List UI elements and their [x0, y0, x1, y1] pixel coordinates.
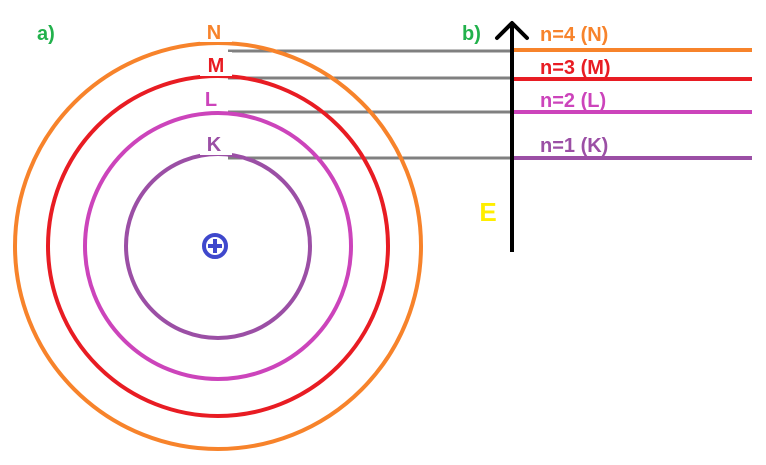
energy-axis-arrow [495, 21, 529, 252]
shell-l [83, 111, 353, 381]
shell-letter-l: L [205, 89, 217, 111]
panel-label-a: a) [37, 23, 55, 45]
energy-level-label-k: n=1 (K) [540, 135, 608, 157]
panel-label-b: b) [462, 23, 481, 45]
shell-letter-k: K [207, 134, 222, 156]
energy-level-label-m: n=3 (M) [540, 57, 611, 79]
shell-n [13, 41, 423, 451]
energy-axis-label: E [479, 197, 496, 227]
energy-level-label-l: n=2 (L) [540, 90, 606, 112]
shell-letter-m: M [208, 55, 225, 77]
arrow-up-icon [495, 21, 529, 40]
shell-letter-n: N [207, 22, 221, 44]
shell-letter-bg-m [200, 52, 232, 76]
plus-circle-icon [202, 233, 228, 259]
shell-letter-bg-l [200, 86, 232, 110]
energy-level-label-n: n=4 (N) [540, 24, 608, 46]
shell-letter-bg-n [200, 18, 232, 42]
shell-letter-bg-k [200, 131, 232, 155]
